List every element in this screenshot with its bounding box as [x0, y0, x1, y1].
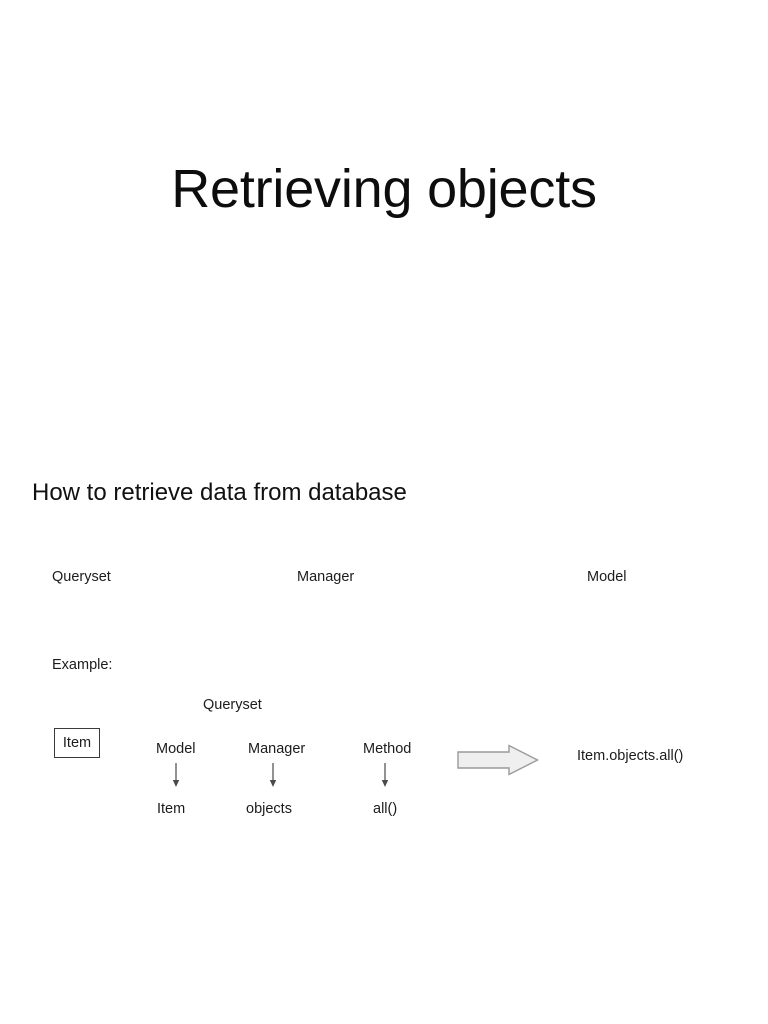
right-block-arrow-icon [457, 744, 539, 776]
source-model-box: Item [54, 728, 100, 758]
concept-label-manager: Manager [297, 569, 355, 585]
column-header-manager: Manager [248, 741, 306, 757]
column-value-method: all() [373, 801, 398, 817]
page-title: Retrieving objects [171, 159, 597, 219]
down-arrow-icon [172, 763, 180, 787]
example-queryset-caption: Queryset [203, 697, 262, 713]
column-header-model: Model [156, 741, 196, 757]
concept-label-model: Model [587, 569, 627, 585]
example-label: Example: [52, 657, 113, 673]
slide-subtitle: How to retrieve data from database [32, 479, 407, 506]
column-value-manager: objects [246, 801, 292, 817]
column-value-model: Item [157, 801, 186, 817]
concept-label-queryset: Queryset [52, 569, 111, 585]
source-model-box-label: Item [62, 734, 92, 751]
column-header-method: Method [363, 741, 412, 757]
down-arrow-icon [381, 763, 389, 787]
result-expression: Item.objects.all() [577, 748, 684, 764]
down-arrow-icon [269, 763, 277, 787]
